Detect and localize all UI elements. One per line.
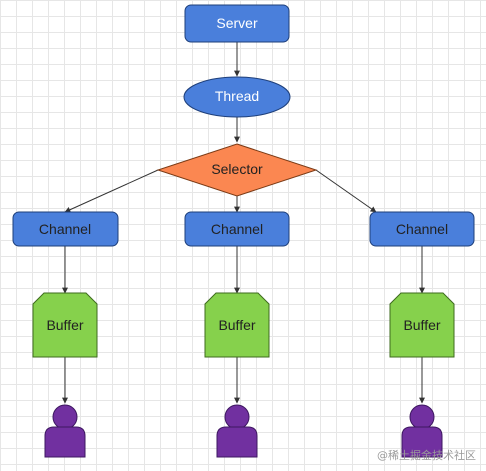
watermark: @稀土掘金技术社区 [377, 449, 476, 462]
buffer-label: Buffer [218, 317, 255, 333]
buffer-label: Buffer [403, 317, 440, 333]
channel-label: Channel [211, 221, 263, 237]
channel-node: Channel [184, 211, 290, 247]
selector-node: Selector [156, 143, 318, 197]
channel-node: Channel [369, 211, 475, 247]
selector-to-channel-right-edge [315, 169, 377, 213]
server-node: Server [184, 4, 290, 43]
selector-label: Selector [211, 161, 263, 177]
buffer-label: Buffer [46, 317, 83, 333]
server-label: Server [216, 15, 258, 31]
thread-label: Thread [215, 88, 259, 104]
channel-label: Channel [396, 221, 448, 237]
selector-to-channel-left-edge [64, 169, 159, 213]
user-icon [216, 404, 258, 458]
channel-label: Channel [39, 221, 91, 237]
connectors [62, 42, 425, 404]
thread-node: Thread [183, 76, 291, 118]
channel-node: Channel [12, 211, 119, 247]
buffer-node: Buffer [389, 292, 455, 358]
user-icon [44, 404, 86, 458]
buffer-node: Buffer [204, 292, 270, 358]
user-icon [401, 404, 443, 458]
buffer-node: Buffer [32, 292, 98, 358]
